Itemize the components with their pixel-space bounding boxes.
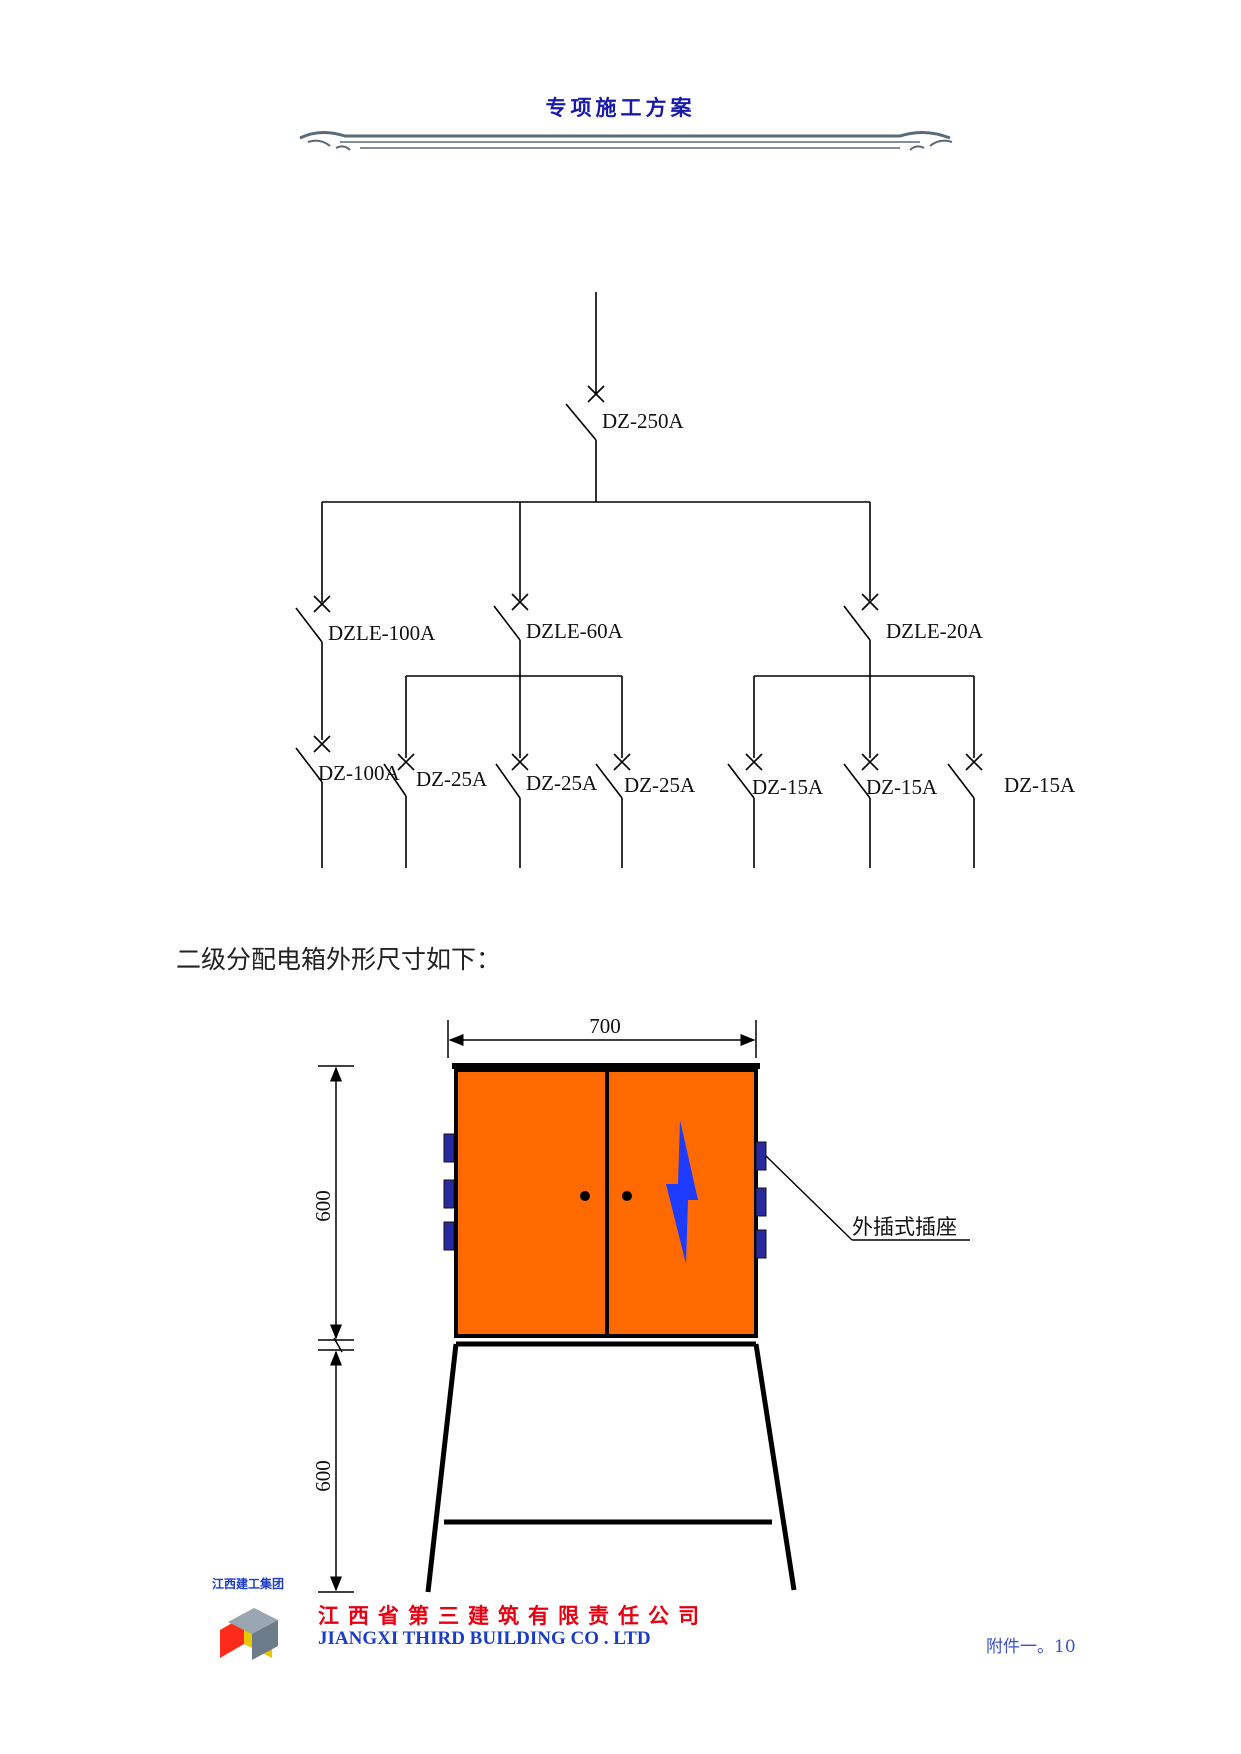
page-reference: 附件一。10 (986, 1637, 1076, 1657)
socket (443, 1133, 455, 1163)
door-handle (622, 1191, 632, 1201)
socket (755, 1141, 767, 1171)
lightning-bolt-icon (666, 1120, 698, 1264)
intro-paragraph: 二级分配电箱外形尺寸如下： (176, 945, 502, 974)
company-name-cn: 江西省第三建筑有限责任公司 (318, 1603, 708, 1628)
sub-breaker-label: DZ-15A (1004, 773, 1076, 797)
sub-breaker-label: DZ-25A (526, 771, 598, 795)
box-stand (425, 1341, 797, 1593)
sub-breaker-label: DZ-15A (866, 775, 938, 799)
wiring-diagram: DZ-250A DZLE-100A DZLE-60A DZLE-20A DZ-1… (295, 292, 1076, 868)
box-height-label: 600 (311, 1190, 335, 1222)
header-ornament (299, 131, 953, 151)
breaker-label-branch-1: DZLE-100A (328, 621, 436, 645)
page-header-title: 专项施工方案 (545, 95, 696, 120)
breaker-label-branch-3: DZLE-20A (886, 619, 984, 643)
logo-text: 江西建工集团 (212, 1576, 284, 1591)
breaker-label-main: DZ-250A (602, 409, 684, 433)
company-name-en: JIANGXI THIRD BUILDING CO . LTD (318, 1628, 651, 1649)
stand-height-label: 600 (311, 1460, 335, 1492)
sub-breaker-label: DZ-100A (318, 761, 400, 785)
width-dimension-label: 700 (589, 1014, 621, 1038)
sub-breaker-label: DZ-25A (624, 773, 696, 797)
company-logo: 江西建工集团 (212, 1576, 284, 1660)
door-handle (580, 1191, 590, 1201)
breaker-label-branch-2: DZLE-60A (526, 619, 624, 643)
socket-callout-label: 外插式插座 (852, 1215, 957, 1239)
socket (755, 1187, 767, 1217)
socket (443, 1221, 455, 1251)
sub-breaker-label: DZ-25A (416, 767, 488, 791)
socket (443, 1179, 455, 1209)
sub-breaker-label: DZ-15A (752, 775, 824, 799)
socket (755, 1229, 767, 1259)
